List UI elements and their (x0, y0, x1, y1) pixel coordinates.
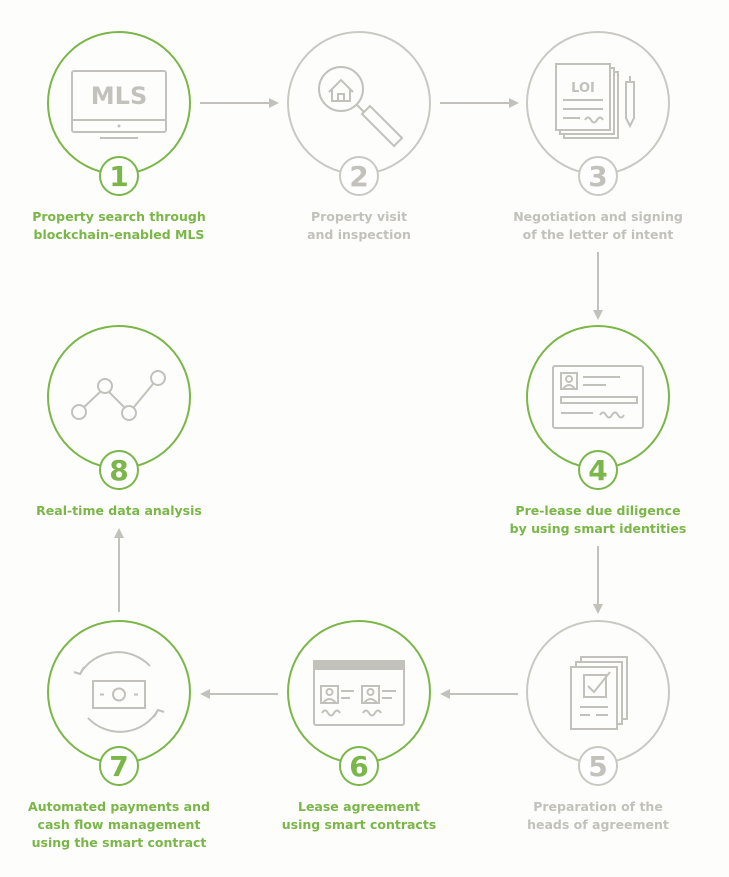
identity-card-icon (552, 365, 644, 429)
mls-icon-text: MLS (91, 82, 147, 110)
mls-monitor-icon (71, 70, 167, 139)
caption-line: Preparation of the (533, 799, 663, 814)
step-8-badge (99, 450, 139, 490)
step-7-caption: Automated payments and cash flow managem… (9, 798, 229, 852)
step-4-node: 4 (526, 325, 670, 490)
step-4-badge (578, 450, 618, 490)
caption-line: heads of agreement (527, 817, 669, 832)
step-8-caption: Real-time data analysis (9, 502, 229, 520)
step-7-number: 7 (109, 750, 128, 783)
step-7-badge (99, 746, 139, 786)
caption-line: Lease agreement (297, 799, 421, 814)
caption-line: Negotiation and signing (513, 209, 683, 224)
caption-line: Pre-lease due diligence (515, 503, 681, 518)
step-5-node: 5 (526, 620, 670, 786)
step-8-circle (47, 325, 191, 469)
caption-line: Real-time data analysis (36, 503, 202, 518)
step-3-node: LOI 3 (526, 31, 670, 196)
step-2-caption: Property visit and inspection (249, 208, 469, 244)
step-6-circle (287, 620, 431, 764)
loi-icon-text: LOI (571, 81, 595, 96)
step-3-badge (578, 156, 618, 196)
step-7-node: 7 (47, 620, 191, 786)
step-1-caption: Property search through blockchain-enabl… (9, 208, 229, 244)
caption-line: Property search through (32, 209, 206, 224)
caption-line: using smart contracts (281, 817, 437, 832)
loi-document-pen-icon (555, 63, 635, 139)
step-2-node: 2 (287, 31, 431, 196)
step-6-number: 6 (349, 750, 368, 783)
step-5-caption: Preparation of the heads of agreement (488, 798, 708, 834)
step-4-caption: Pre-lease due diligence by using smart i… (488, 502, 708, 538)
step-8-node: 8 (47, 325, 191, 490)
connector-arrows (114, 98, 603, 699)
step-1-number: 1 (109, 160, 128, 193)
step-5-number: 5 (588, 750, 607, 783)
caption-line: of the letter of intent (522, 227, 674, 242)
step-2-badge (339, 156, 379, 196)
step-6-node: 6 (287, 620, 431, 786)
contract-window-icon (313, 660, 405, 726)
step-1-badge (99, 156, 139, 196)
caption-line: blockchain-enabled MLS (33, 227, 205, 242)
step-5-badge (578, 746, 618, 786)
cash-cycle-icon (73, 651, 165, 733)
step-7-circle (47, 620, 191, 764)
step-2-number: 2 (349, 160, 368, 193)
caption-line: Automated payments and (28, 799, 210, 814)
caption-line: using the smart contract (31, 835, 207, 850)
house-magnifier-icon (318, 66, 404, 148)
caption-line: and inspection (307, 227, 411, 242)
step-4-number: 4 (588, 454, 607, 487)
step-6-badge (339, 746, 379, 786)
step-1-node: MLS 1 (47, 31, 191, 196)
line-graph-icon (71, 370, 166, 421)
caption-line: Property visit (310, 209, 408, 224)
step-8-number: 8 (109, 454, 128, 487)
step-6-caption: Lease agreement using smart contracts (249, 798, 469, 834)
checklist-documents-icon (570, 656, 628, 730)
step-3-caption: Negotiation and signing of the letter of… (488, 208, 708, 244)
caption-line: cash flow management (37, 817, 201, 832)
caption-line: by using smart identities (509, 521, 687, 536)
step-3-number: 3 (588, 160, 607, 193)
